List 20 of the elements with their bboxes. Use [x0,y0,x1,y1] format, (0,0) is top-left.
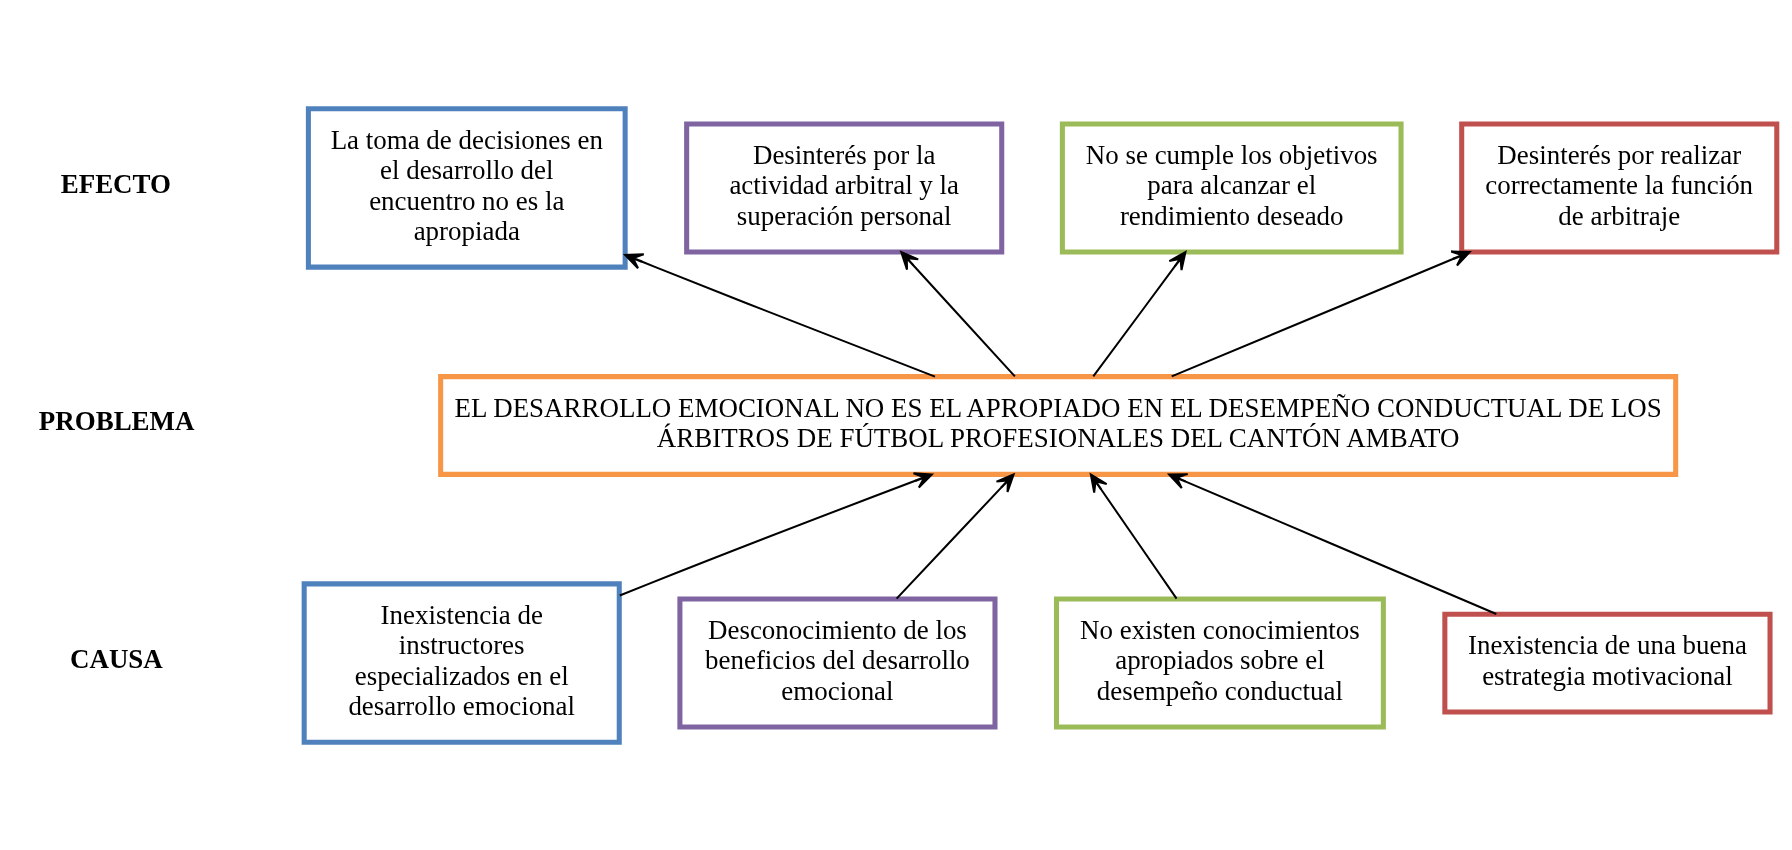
arrow [900,250,1016,377]
label: EFECTO [60,168,171,199]
node-box: Desinterés por la actividad arbitral y la superación personal [684,120,1005,254]
label: CAUSA [69,643,163,674]
arrow [1089,473,1178,599]
node-box: Desconocimiento de los beneficios del desarrollo emocional [677,596,998,730]
node-box: La toma de decisiones en el desarrollo del encuentro no es la apropiada [305,105,628,270]
arrow [1092,250,1187,377]
node-box: No existen conocimientos apropiados sobre el desempeño conductual [1053,596,1386,730]
label: PROBLEMA [38,405,195,436]
node-box: Inexistencia de una buena estrategia motivacional [1442,611,1773,714]
node-box: EL DESARROLLO EMOCIONAL NO ES EL APROPIADO EN EL DESEMPEÑO CONDUCTUAL DE LOS ÁRBITROS DE FÚTBOL PROFESIONALES DEL CANTÓN AMBATO [438,373,1679,477]
node-box: Desinterés por realizar correctamente la función de arbitraje [1459,120,1780,254]
arrow [1168,472,1497,615]
node-box: Inexistencia de instructores especializados en el desarrollo emocional [301,580,622,745]
arrow [1171,250,1471,377]
arrow [624,252,936,377]
arrow [619,471,933,596]
node-box: No se cumple los objetivos para alcanzar el rendimiento deseado [1059,120,1404,254]
arrow [895,473,1015,599]
